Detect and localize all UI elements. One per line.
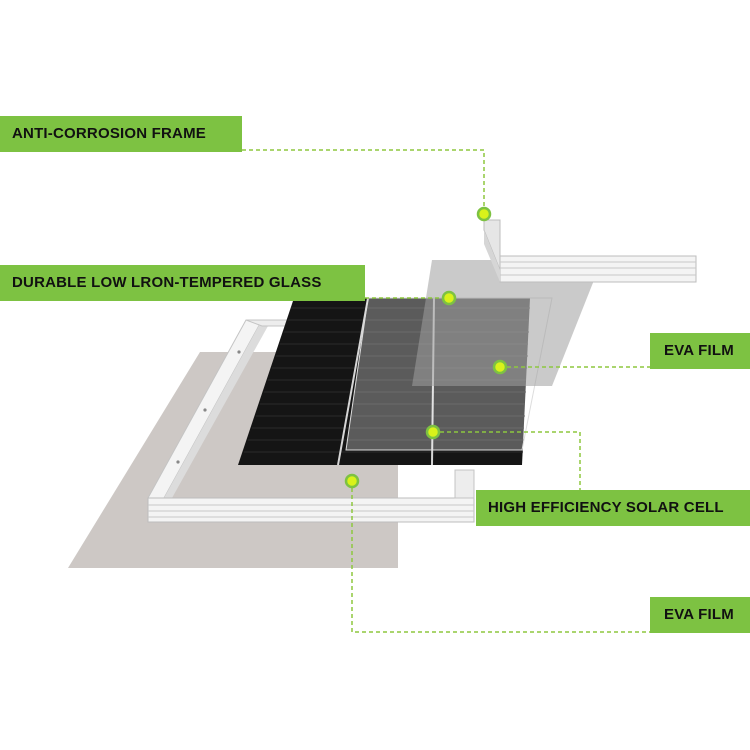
bottom-frame-front-rail [147,497,475,523]
marker-dot-eva-bottom [344,473,360,489]
marker-dot-eva-top [492,359,508,375]
marker-dot-frame [476,206,492,222]
eva-film-upper-layer [412,260,602,386]
marker-dots [344,206,508,489]
label-anti-corrosion-frame: ANTI-CORROSION FRAME [0,116,242,152]
leader-line-eva-bottom [351,481,650,633]
label-tempered-glass: DURABLE LOW LRON-TEMPERED GLASS [0,265,365,301]
top-frame-corner-piece [483,219,697,283]
label-eva-film-upper: EVA FILM [650,333,750,369]
bottom-frame-right-rail [454,469,475,499]
leader-line-frame [242,149,485,214]
label-solar-cell: HIGH EFFICIENCY SOLAR CELL [476,490,750,526]
label-eva-film-lower: EVA FILM [650,597,750,633]
marker-dot-glass [441,290,457,306]
leader-line-cell [433,431,581,490]
marker-dot-cell [425,424,441,440]
leader-lines [242,149,650,633]
